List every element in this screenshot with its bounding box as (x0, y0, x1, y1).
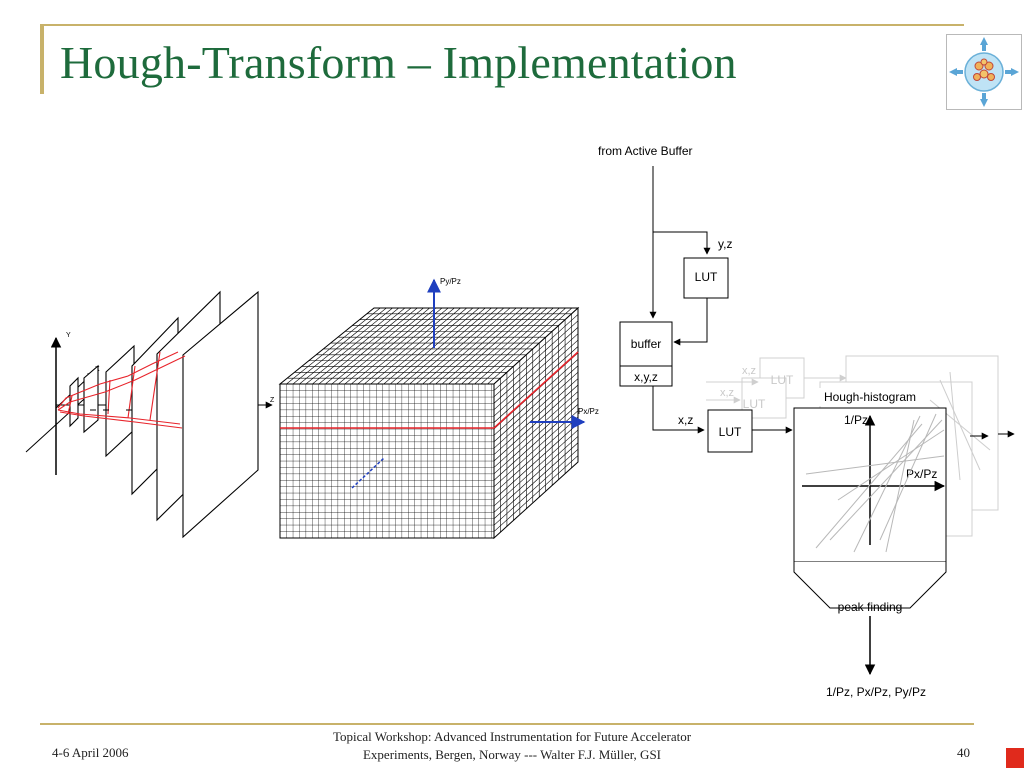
peak-finding-label: peak finding (838, 600, 903, 614)
peak-finding-funnel (793, 562, 947, 609)
ghost-xz-label-2: x,z (720, 387, 734, 399)
input-label: from Active Buffer (598, 144, 692, 158)
detector-plane-2 (83, 364, 99, 434)
y-axis-label: Y (66, 332, 71, 339)
yz-label: y,z (718, 237, 732, 251)
footer-event-line1: Topical Workshop: Advanced Instrumentati… (332, 729, 692, 744)
ghost-xz-label-1: x,z (742, 365, 756, 377)
processing-flow: from Active Buffer y,z LUT buffer x,y,z … (598, 144, 1015, 699)
buffer-to-lut-arrow (652, 386, 705, 434)
buffer-box (619, 321, 673, 387)
lut-top-box (683, 257, 729, 299)
hough-cube: Py/Pz Px/Pz (278, 277, 599, 540)
lut-main-label: LUT (719, 425, 742, 439)
title-accent-bar-vertical (40, 24, 44, 94)
z-axis-label: Z (270, 397, 275, 404)
footer-date: 4-6 April 2006 (52, 745, 129, 760)
lut-top-label: LUT (695, 270, 718, 284)
detector-planes: Y X Z (25, 290, 275, 539)
inv-pz-axis (351, 457, 385, 489)
footer-event: Topical Workshop: Advanced Instrumentati… (262, 728, 762, 764)
corner-marker (1006, 748, 1024, 768)
title-accent-bar (40, 24, 964, 26)
track-trajectory (57, 351, 186, 429)
buffer-fields-label: x,y,z (634, 370, 658, 384)
yz-branch-arrow (653, 231, 711, 255)
xz-label: x,z (678, 413, 693, 427)
hough-lines (805, 413, 945, 553)
detector-plane-6 (182, 290, 259, 539)
page-number: 40 (957, 745, 970, 760)
py-pz-label: Py/Pz (440, 277, 461, 286)
px-pz-label: Px/Pz (578, 407, 599, 416)
footer-event-line2: Experiments, Bergen, Norway --- Walter F… (362, 747, 662, 762)
histogram-title: Hough-histogram (824, 390, 916, 404)
slide-title: Hough-Transform – Implementation (60, 37, 737, 88)
ghost-lut-label-2: LUT (743, 397, 766, 411)
footer-divider (40, 723, 974, 725)
cube-front-face (279, 383, 495, 539)
output-label: 1/Pz, Px/Pz, Py/Pz (826, 685, 926, 699)
detector-logo-icon (946, 34, 1022, 110)
hist-y-axis-label: 1/Pz (844, 413, 868, 427)
lut-main-box (707, 409, 753, 453)
hough-diagram: Y X Z (25, 144, 1015, 699)
lut-to-buffer-arrow (673, 298, 708, 346)
hist-x-axis-label: Px/Pz (906, 467, 937, 481)
ghost-lut-label-1: LUT (771, 373, 794, 387)
hough-track-line-side (493, 351, 579, 429)
buffer-label: buffer (631, 337, 661, 351)
x-axis-back (25, 389, 95, 453)
